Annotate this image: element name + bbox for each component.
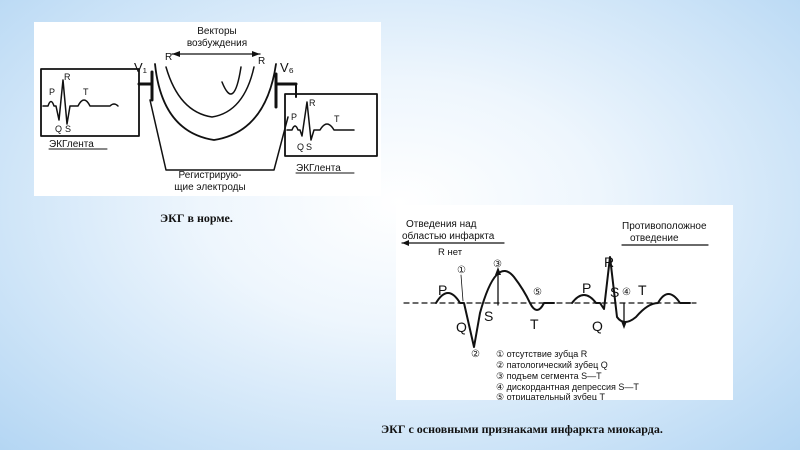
legend-item-1: ① отсутствие зубца R [496,349,588,359]
right-strip-q-label: Q [297,142,304,152]
electrodes-caption-line2: щие электроды [174,182,245,193]
right-strip-s-label: S [306,142,312,152]
st-elevation-arrow-head [495,267,501,275]
infarction-ecg-caption: ЭКГ с основными признаками инфаркта миок… [381,422,663,436]
vectors-title-line1: Векторы [197,26,237,37]
marker-3: ③ [493,259,502,270]
left-strip-p-label: P [49,87,55,97]
infarction-p-label: P [438,282,447,298]
marker-4: ④ [622,287,631,298]
marker-1: ① [457,265,466,276]
vector-r-left-label: R [165,52,172,63]
electrode-trapezoid [149,99,289,171]
left-lead-title-line1: Отведения над [406,219,477,230]
legend-item-5: ⑤ отрицательный зубец Т [496,392,605,400]
infarction-lead-waveform [435,270,555,348]
vectors-title-line2: возбуждения [187,37,247,49]
left-lead-arrow-head [402,240,409,246]
signs-legend: ① отсутствие зубца R ② патологический зу… [496,349,639,402]
infarction-t-label: T [530,316,539,332]
right-ecg-waveform [286,101,355,141]
marker-2: ② [471,349,480,360]
st-depression-arrow-head [621,321,627,329]
v6-label: V₆ [280,60,294,75]
legend-item-4: ④ дискордантная депрессия S—T [496,382,639,392]
r-absent-label: R нет [438,247,463,258]
left-strip-caption: ЭКГлента [49,139,94,150]
infarction-ecg-panel: Отведения над областью инфаркта R нет Пр… [396,205,733,402]
infarction-ecg-diagram: Отведения над областью инфаркта R нет Пр… [401,219,709,402]
opposite-lead-title-line2: отведение [630,233,679,244]
left-ecg-strip-box [40,68,140,137]
opposite-s-label: S [610,284,619,300]
v1-label: V₁ [134,60,148,75]
opposite-r-label: R [604,254,614,270]
legend-item-3: ③ подъем сегмента S—T [496,371,602,381]
marker-5: ⑤ [533,287,542,298]
normal-ecg-caption: ЭКГ в норме. [160,211,233,225]
left-lead-title-line2: областью инфаркта [402,230,495,242]
right-strip-t-label: T [334,114,340,124]
legend-item-2: ② патологический зубец Q [496,360,608,370]
right-strip-p-label: P [291,112,297,122]
left-strip-t-label: T [83,87,89,97]
outer-vector-curve [154,63,277,141]
marker-1-pointer [460,274,464,302]
normal-ecg-diagram: P R T Q S ЭКГлента V₁ Векторы возбуждени… [40,26,378,193]
electrodes-caption-line1: Регистрирую- [178,170,241,181]
vector-r-right-label: R [258,56,265,67]
left-strip-r-label: R [64,72,71,82]
infarction-q-label: Q [456,319,467,335]
inner-vector-curve [221,66,242,95]
opposite-t-label: T [638,282,647,298]
vectors-arrow-left-head [172,51,180,57]
right-strip-caption: ЭКГлента [296,163,341,174]
right-ecg-strip-box [284,93,378,157]
left-ecg-waveform [42,79,119,125]
opposite-lead-waveform [571,256,691,323]
normal-ecg-panel: P R T Q S ЭКГлента V₁ Векторы возбуждени… [34,22,381,196]
middle-vector-curve [165,66,255,118]
vectors-arrow-right-head [252,51,260,57]
opposite-q-label: Q [592,318,603,334]
left-strip-q-label: Q [55,124,62,134]
left-strip-s-label: S [65,124,71,134]
right-strip-r-label: R [309,98,316,108]
opposite-lead-title-line1: Противоположное [622,221,707,232]
opposite-p-label: P [582,280,591,296]
infarction-s-label: S [484,308,493,324]
